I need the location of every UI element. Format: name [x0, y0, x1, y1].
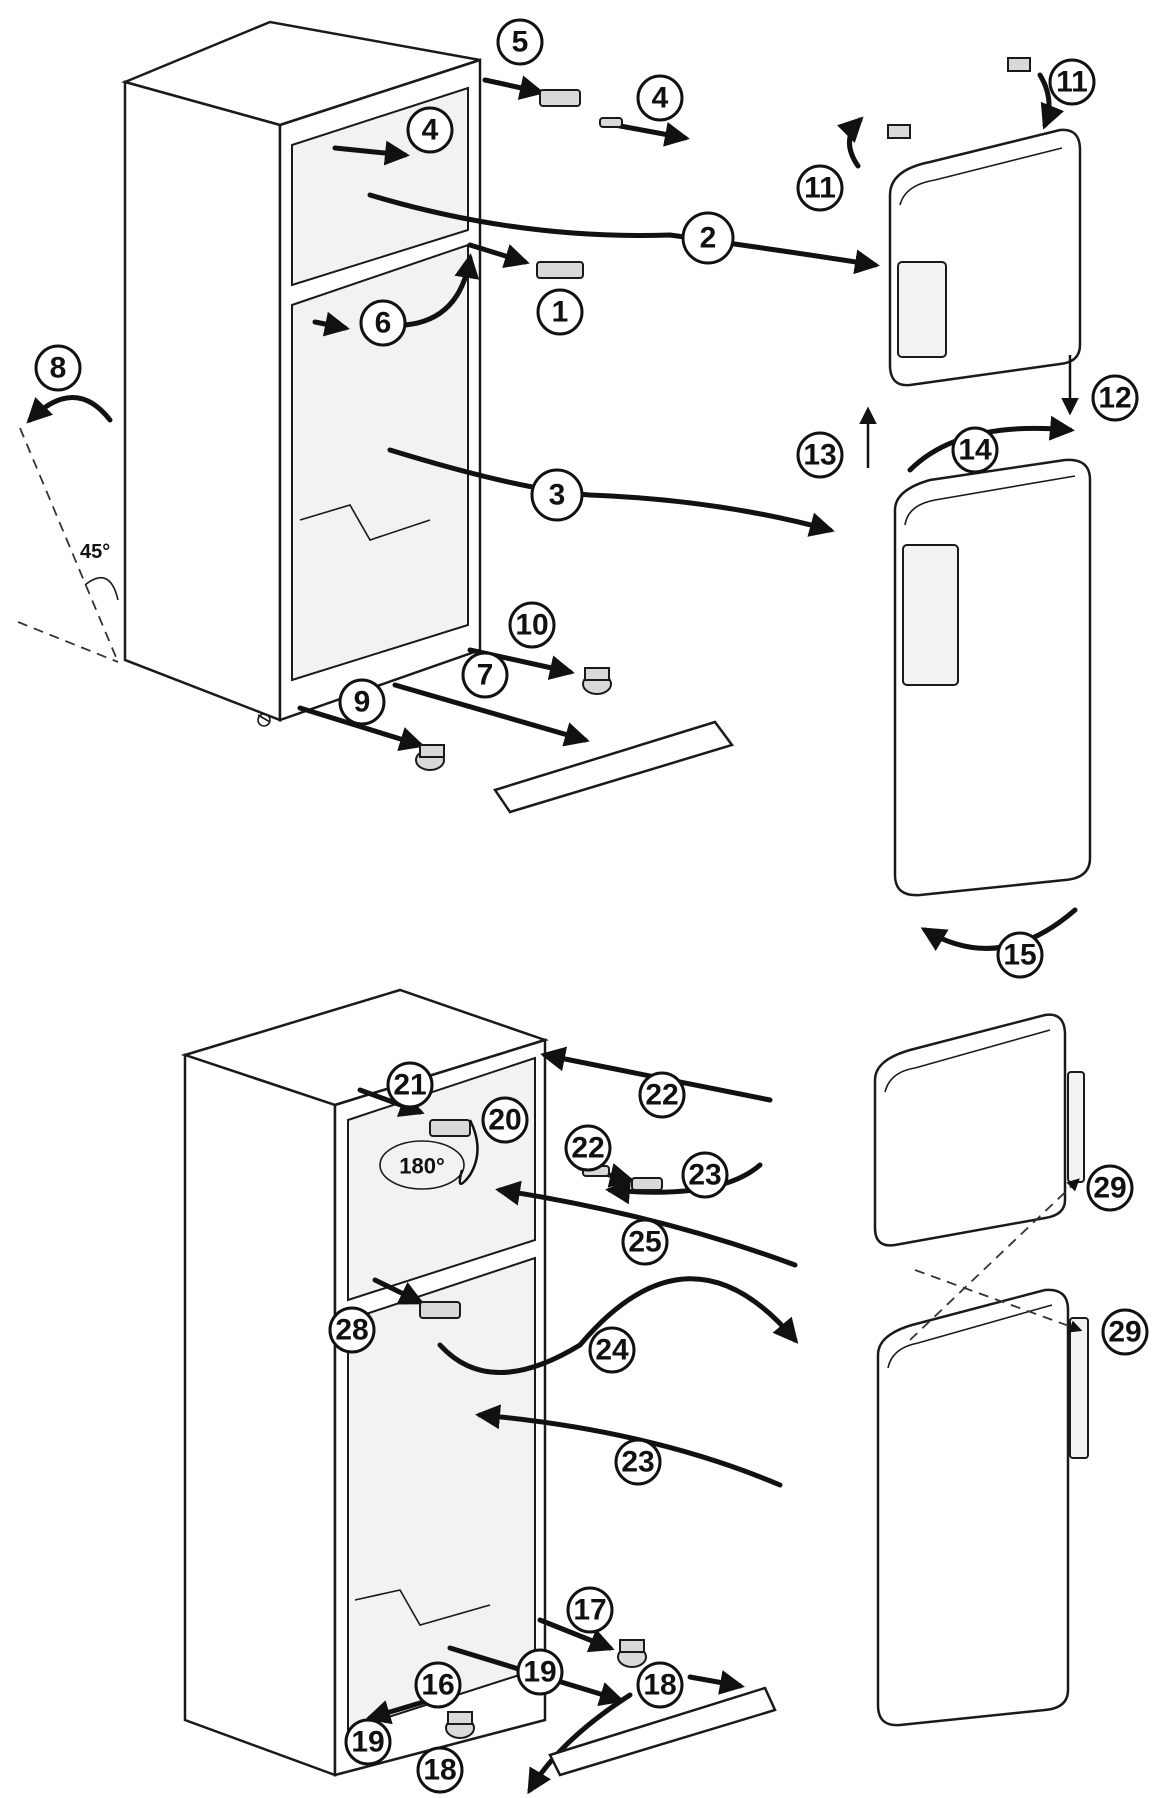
callout-11a: 11 — [796, 164, 844, 212]
callout-3-label: 3 — [549, 479, 566, 512]
callout-18b-label: 18 — [423, 1754, 456, 1787]
callout-16: 16 — [414, 1661, 462, 1709]
callout-5: 5 — [496, 18, 544, 66]
callout-23a-label: 23 — [688, 1159, 721, 1192]
callout-1-label: 1 — [552, 296, 569, 329]
callout-19a: 19 — [516, 1648, 564, 1696]
callout-19b-label: 19 — [351, 1726, 384, 1759]
callout-11b-label: 11 — [1056, 66, 1088, 99]
freezer-door-top — [888, 128, 1082, 387]
callout-11b: 11 — [1048, 58, 1096, 106]
callout-16-label: 16 — [421, 1669, 454, 1702]
callout-8-label: 8 — [50, 352, 67, 385]
callout-4a: 4 — [636, 74, 684, 122]
callout-12-label: 12 — [1098, 382, 1131, 415]
callout-9: 9 — [338, 678, 386, 726]
callout-23a: 23 — [681, 1151, 729, 1199]
callout-10-label: 10 — [515, 609, 548, 642]
callout-9-label: 9 — [354, 686, 371, 719]
callout-24-label: 24 — [595, 1334, 629, 1367]
callout-19a-label: 19 — [523, 1656, 556, 1689]
callout-3: 3 — [530, 468, 584, 522]
rotate-angle-label: 180° — [399, 1154, 445, 1179]
fridge-door-top — [893, 458, 1092, 897]
top-arrows — [297, 75, 880, 752]
callout-20: 20 — [481, 1096, 529, 1144]
callout-22a: 22 — [638, 1071, 686, 1119]
callout-8: 8 — [34, 344, 82, 392]
handle-swap-guides — [909, 1178, 1083, 1341]
callout-14: 14 — [951, 426, 999, 474]
callout-15-label: 15 — [1003, 939, 1036, 972]
callout-22a-label: 22 — [645, 1079, 678, 1112]
callout-2: 2 — [681, 211, 735, 265]
callout-29b: 29 — [1101, 1308, 1149, 1356]
callout-4b-label: 4 — [422, 114, 439, 147]
fridge-door-bottom — [876, 1288, 1089, 1727]
callout-4a-label: 4 — [652, 82, 669, 115]
callout-23b: 23 — [614, 1438, 662, 1486]
callout-24: 24 — [588, 1326, 636, 1374]
callout-29a-label: 29 — [1093, 1172, 1126, 1205]
callout-12: 12 — [1091, 374, 1139, 422]
callout-13-label: 13 — [803, 439, 836, 472]
callout-1: 1 — [536, 288, 584, 336]
callout-29a: 29 — [1086, 1164, 1134, 1212]
fridge-body-top — [121, 20, 482, 727]
top-parts — [415, 57, 1031, 814]
bottom-arrows — [357, 1046, 799, 1795]
callout-25: 25 — [621, 1218, 669, 1266]
callout-18a: 18 — [636, 1661, 684, 1709]
callout-28: 28 — [328, 1306, 376, 1354]
callout-6-label: 6 — [375, 307, 392, 340]
callout-18b: 18 — [416, 1746, 464, 1794]
callout-21-label: 21 — [393, 1069, 426, 1102]
callout-17: 17 — [566, 1586, 614, 1634]
callout-15: 15 — [996, 931, 1044, 979]
callout-6: 6 — [359, 299, 407, 347]
callout-7: 7 — [461, 651, 509, 699]
callout-22b-label: 22 — [571, 1132, 604, 1165]
callout-17-label: 17 — [573, 1594, 606, 1627]
callout-22b: 22 — [564, 1124, 612, 1172]
callout-18a-label: 18 — [643, 1669, 676, 1702]
callout-21: 21 — [386, 1061, 434, 1109]
tilt-angle-guide: 45° — [17, 395, 119, 663]
callout-28-label: 28 — [335, 1314, 368, 1347]
callout-13: 13 — [796, 431, 844, 479]
bottom-parts: 180° — [379, 1119, 777, 1777]
callout-7-label: 7 — [477, 659, 494, 692]
callout-19b: 19 — [344, 1718, 392, 1766]
fridge-body-bottom — [180, 988, 550, 1777]
callout-29b-label: 29 — [1108, 1316, 1141, 1349]
callout-10: 10 — [508, 601, 556, 649]
freezer-door-bottom — [873, 1013, 1085, 1247]
callout-2-label: 2 — [700, 222, 717, 255]
callout-14-label: 14 — [958, 434, 992, 467]
callout-11a-label: 11 — [804, 172, 836, 205]
callout-20-label: 20 — [488, 1104, 521, 1137]
callout-4b: 4 — [406, 106, 454, 154]
tilt-angle-label: 45° — [80, 541, 110, 563]
callout-5-label: 5 — [512, 26, 529, 59]
callout-23b-label: 23 — [621, 1446, 654, 1479]
callout-25-label: 25 — [628, 1226, 661, 1259]
